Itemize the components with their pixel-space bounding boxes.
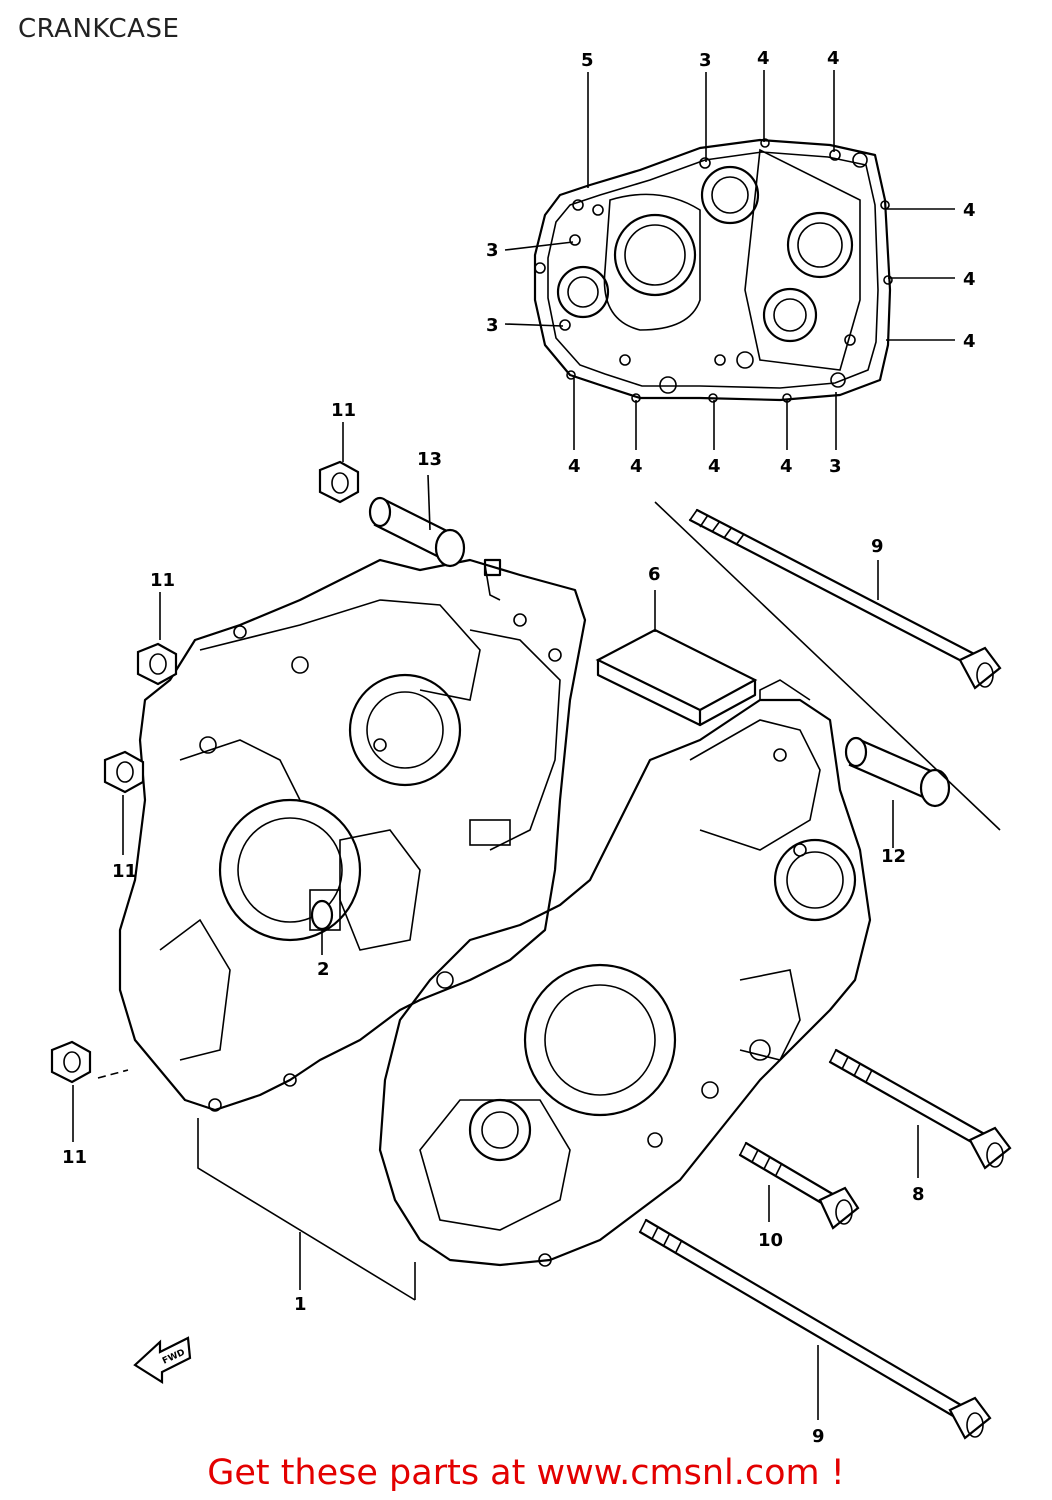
- crankcase-left-half: [118, 558, 587, 1112]
- callout-3: 3: [829, 456, 842, 477]
- callout-labels: 5 3 4 4 4 4 4 3 3 4 4 4 4 3 11 13 6 9 11…: [62, 48, 976, 1447]
- part-6-plate: [595, 590, 758, 727]
- callout-4: 4: [963, 331, 976, 352]
- part-11-nut-left-middle: [103, 750, 145, 855]
- callout-3: 3: [486, 240, 499, 261]
- part-8-bolt: [828, 1048, 1012, 1178]
- callout-11: 11: [62, 1147, 87, 1168]
- callout-11: 11: [112, 861, 137, 882]
- callout-4: 4: [568, 456, 581, 477]
- callout-6: 6: [648, 564, 661, 585]
- page-title: CRANKCASE: [18, 14, 180, 44]
- part-11-nut-top: [318, 422, 360, 504]
- callout-4: 4: [630, 456, 643, 477]
- callout-4: 4: [780, 456, 793, 477]
- crankcase-gasket: [533, 138, 893, 403]
- part-10-bolt: [738, 1141, 860, 1230]
- part-9-bolt-bottom: [638, 1218, 992, 1440]
- part-11-nut-left-upper: [136, 592, 178, 686]
- callout-9: 9: [812, 1426, 825, 1447]
- part-11-nut-left-lower: [50, 1040, 129, 1142]
- callout-5: 5: [581, 50, 594, 71]
- fwd-arrow-icon: FWD: [133, 1336, 192, 1384]
- callout-3: 3: [699, 50, 712, 71]
- callout-1: 1: [294, 1294, 307, 1315]
- callout-4: 4: [963, 200, 976, 221]
- part-1-bracket: [197, 1118, 416, 1301]
- callout-4: 4: [827, 48, 840, 69]
- callout-10: 10: [758, 1230, 783, 1251]
- crankcase-right-half: [378, 679, 872, 1267]
- callout-11: 11: [331, 400, 356, 421]
- part-12-dowel: [844, 736, 951, 848]
- part-13-dowel: [368, 474, 466, 568]
- callout-12: 12: [881, 846, 906, 867]
- get-parts-link[interactable]: Get these parts at www.cmsnl.com !: [207, 1453, 845, 1493]
- callout-4: 4: [708, 456, 721, 477]
- callout-4: 4: [963, 269, 976, 290]
- part-2-dowel: [310, 899, 334, 955]
- callout-9: 9: [871, 536, 884, 557]
- gasket-leaders: [504, 70, 955, 450]
- callout-8: 8: [912, 1184, 925, 1205]
- callout-3: 3: [486, 315, 499, 336]
- callout-13: 13: [417, 449, 442, 470]
- callout-11: 11: [150, 570, 175, 591]
- part-9-bolt-top: [654, 501, 1002, 831]
- callout-2: 2: [317, 959, 330, 980]
- callout-4: 4: [757, 48, 770, 69]
